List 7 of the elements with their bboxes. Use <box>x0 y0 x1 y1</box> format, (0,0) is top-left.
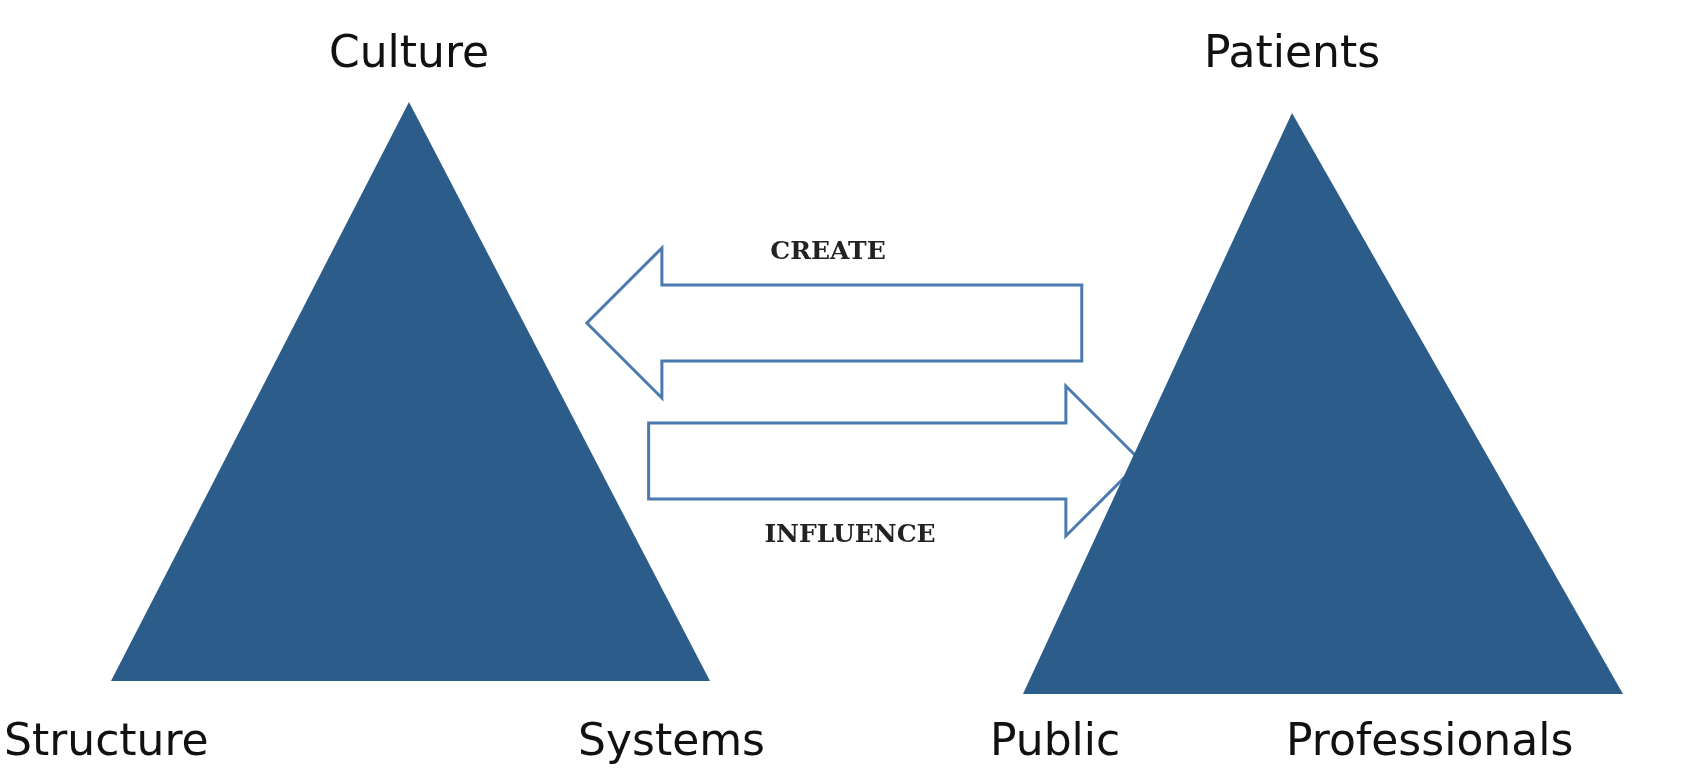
block-arrow <box>584 244 1084 402</box>
vertex-label: Structure <box>4 718 209 762</box>
vertex-label: Professionals <box>1286 718 1574 762</box>
vertex-label: Systems <box>578 718 765 762</box>
vertex-label: Public <box>990 718 1121 762</box>
vertex-label: Culture <box>328 30 490 74</box>
vertex-label: Patients <box>1203 30 1381 74</box>
